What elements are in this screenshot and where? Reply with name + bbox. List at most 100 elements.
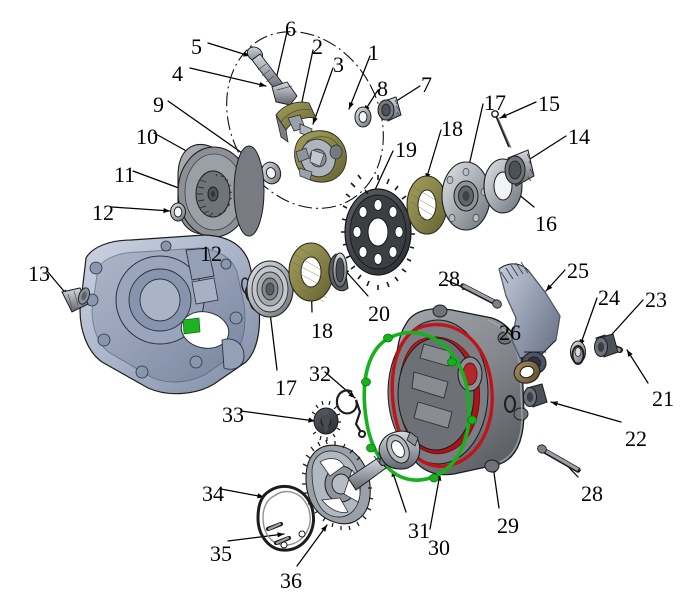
callout-number-10: 10 [136, 124, 158, 149]
callout-number-8: 8 [377, 76, 388, 101]
callout-number-28: 28 [438, 266, 460, 291]
leader-line-33 [240, 410, 316, 422]
callout-number-12b: 12 [200, 241, 222, 266]
leader-line-2 [299, 49, 314, 112]
part-14-bearing-retainer-nut [504, 149, 535, 187]
part-6-clutch-bolt-nut [271, 81, 298, 106]
callout-number-29: 29 [497, 513, 519, 538]
leader-arrow-32 [348, 391, 355, 398]
part-1-clutch-assembly-outline [226, 31, 384, 209]
callout-number-16: 16 [535, 211, 557, 236]
callout-number-24: 24 [598, 285, 620, 310]
part-11-clutch-drum-gear [195, 170, 233, 218]
left-crankcase-half [79, 234, 261, 395]
part-17-bearing-plate-upper [441, 161, 491, 231]
leader-line-1 [348, 55, 371, 110]
callout-number-28b: 28 [581, 481, 603, 506]
part-21-bushing-upper [594, 333, 619, 358]
callout-number-36: 36 [280, 568, 302, 593]
leader-line-3 [312, 67, 334, 125]
part-18-friction-disc-upper [406, 175, 448, 235]
leader-arrow-36 [321, 525, 327, 532]
leader-line-18 [425, 129, 442, 181]
part-22-o-ring-upper [571, 345, 585, 365]
callout-number-13: 13 [28, 261, 50, 286]
callout-number-12: 12 [92, 200, 114, 225]
callout-number-17b: 17 [275, 375, 297, 400]
part-30-cover-gasket [361, 330, 477, 483]
leader-line-24 [579, 297, 598, 347]
part-15-cotter-pin [491, 110, 512, 149]
leader-arrow-21 [627, 350, 633, 357]
part-21-bushing-lower [523, 383, 548, 408]
leader-line-29 [492, 465, 500, 509]
leader-line-30 [429, 473, 441, 530]
leader-arrow-25 [546, 284, 553, 291]
part-18-friction-disc-lower [288, 242, 334, 303]
part-28-cover-bolt-lower [537, 444, 581, 473]
callout-number-33: 33 [222, 402, 244, 427]
callout-number-11: 11 [114, 162, 136, 187]
part-35-spring-pin-upper [265, 521, 284, 532]
callout-number-18: 18 [441, 116, 463, 141]
leader-line-22 [550, 401, 622, 423]
callout-number-21: 21 [652, 386, 674, 411]
leader-arrow-35 [277, 532, 284, 538]
callout-number-34: 34 [202, 481, 224, 506]
callout-number-18b: 18 [311, 318, 333, 343]
callout-number-31: 31 [408, 518, 430, 543]
leader-line-36 [296, 524, 328, 567]
callout-number-26: 26 [499, 320, 521, 345]
part-35-spring-pin-lower [273, 535, 292, 546]
part-24-kick-lever-washer [570, 340, 586, 364]
part-8-lock-washer [354, 106, 372, 128]
leader-line-35 [227, 533, 285, 542]
callout-number-2: 2 [312, 34, 323, 59]
callout-number-3: 3 [333, 52, 344, 77]
callout-number-9: 9 [153, 92, 164, 117]
callout-number-35: 35 [210, 541, 232, 566]
callout-number-25: 25 [567, 258, 589, 283]
callout-number-4: 4 [172, 61, 183, 86]
part-13-oil-plug [61, 287, 90, 313]
callout-number-1: 1 [368, 40, 379, 65]
part-28-cover-bolt-upper [460, 283, 502, 309]
part-26-oil-seal [513, 360, 541, 384]
part-19-primary-driven-gear [341, 174, 415, 290]
leader-line-4 [189, 67, 267, 87]
leader-line-17 [467, 103, 484, 171]
callout-number-32: 32 [309, 361, 331, 386]
part-29-right-crankcase-cover [387, 304, 529, 476]
leader-line-31 [391, 469, 407, 513]
leader-arrow-1 [348, 101, 354, 109]
part-31-kick-starter-collar [378, 430, 421, 470]
leader-line-34 [220, 488, 265, 498]
callout-number-17: 17 [484, 90, 506, 115]
callout-number-23: 23 [645, 287, 667, 312]
part-22-o-ring-lower [504, 395, 516, 413]
leader-arrow-4 [259, 81, 266, 88]
part-2-clutch-shoe [275, 101, 317, 143]
leader-arrow-12 [163, 207, 170, 214]
callout-number-6: 6 [285, 16, 296, 41]
callout-number-15: 15 [538, 91, 560, 116]
callout-number-5: 5 [191, 34, 202, 59]
leader-line-21 [626, 349, 649, 384]
leader-arrow-15 [500, 112, 507, 118]
part-20-spacer-collar [328, 252, 349, 292]
part-32-retaining-clip [335, 389, 366, 438]
part-33-kick-pinion-gear [311, 400, 341, 441]
leader-arrow-22 [551, 401, 558, 407]
part-17-bearing-lower [246, 260, 294, 318]
leader-arrow-3 [312, 117, 318, 124]
callout-number-22: 22 [625, 426, 647, 451]
callout-number-19: 19 [395, 137, 417, 162]
part-3-clutch-hub-carrier [294, 130, 347, 183]
callout-number-14: 14 [568, 124, 590, 149]
callout-number-30: 30 [428, 535, 450, 560]
part-12-shim-washer [170, 202, 186, 222]
callout-number-20: 20 [368, 301, 390, 326]
part-36-kick-starter-shaft-gear [301, 439, 391, 531]
